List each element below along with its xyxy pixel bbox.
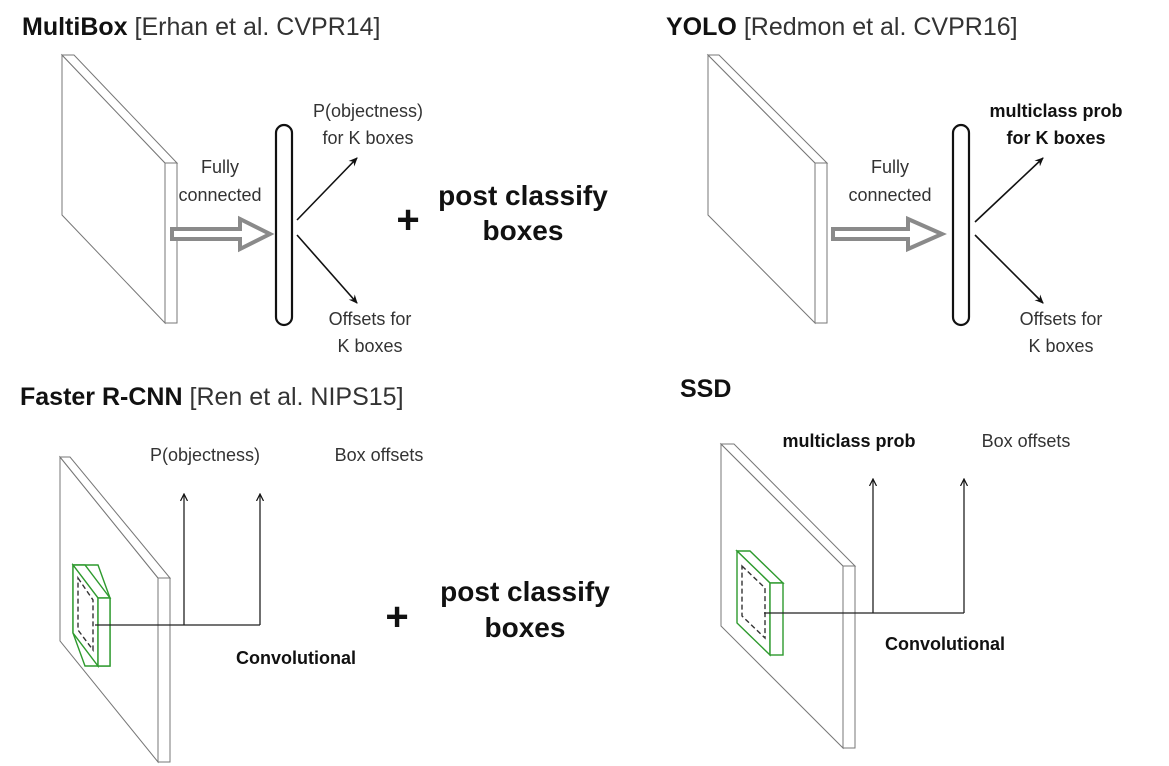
faster-rcnn-panel: Faster R-CNN[Ren et al. NIPS15] P(object… bbox=[20, 383, 610, 764]
multibox-arrow-label-1: Fully bbox=[201, 157, 239, 177]
yolo-citation: [Redmon et al. CVPR16] bbox=[744, 13, 1018, 41]
yolo-fc-vector bbox=[951, 123, 971, 327]
yolo-output-top-1: multiclass prob bbox=[989, 101, 1122, 121]
ssd-title: SSD bbox=[680, 375, 731, 403]
faster-rcnn-citation: [Ren et al. NIPS15] bbox=[190, 383, 404, 411]
multibox-fc-arrow-icon bbox=[170, 215, 275, 253]
yolo-arrow-up-icon bbox=[974, 157, 1044, 223]
faster-rcnn-conv-label: Convolutional bbox=[236, 648, 356, 668]
faster-rcnn-conv-window bbox=[71, 562, 112, 669]
faster-rcnn-post-classify-1: post classify bbox=[440, 576, 610, 607]
ssd-output-multiclass: multiclass prob bbox=[782, 431, 915, 451]
yolo-output-top-2: for K boxes bbox=[1006, 128, 1105, 148]
yolo-title: YOLO[Redmon et al. CVPR16] bbox=[666, 13, 1018, 41]
yolo-output-bottom-2: K boxes bbox=[1028, 336, 1093, 356]
yolo-feature-map bbox=[706, 53, 829, 325]
ssd-conv-window bbox=[735, 549, 785, 657]
ssd-output-offsets: Box offsets bbox=[982, 431, 1071, 451]
multibox-title: MultiBox[Erhan et al. CVPR14] bbox=[22, 13, 381, 41]
ssd-conv-label: Convolutional bbox=[885, 634, 1005, 654]
yolo-fc-arrow-icon bbox=[831, 215, 947, 253]
multibox-fc-vector bbox=[274, 123, 294, 327]
ssd-panel: SSD multiclass prob Box offsets Convolut… bbox=[680, 375, 1071, 750]
yolo-name: YOLO bbox=[666, 13, 737, 41]
multibox-plus-icon: + bbox=[396, 198, 419, 242]
faster-rcnn-anchor-box bbox=[77, 575, 94, 653]
faster-rcnn-output-objectness: P(objectness) bbox=[150, 445, 260, 465]
yolo-panel: YOLO[Redmon et al. CVPR16] Fully connect… bbox=[666, 13, 1123, 356]
yolo-arrow-label-2: connected bbox=[848, 185, 931, 205]
multibox-citation: [Erhan et al. CVPR14] bbox=[135, 13, 381, 41]
faster-rcnn-title: Faster R-CNN[Ren et al. NIPS15] bbox=[20, 383, 404, 411]
faster-rcnn-plus-icon: + bbox=[385, 595, 408, 639]
multibox-panel: MultiBox[Erhan et al. CVPR14] Fully conn… bbox=[22, 13, 608, 356]
yolo-output-bottom-1: Offsets for bbox=[1020, 309, 1103, 329]
multibox-post-classify-2: boxes bbox=[483, 215, 564, 246]
multibox-arrow-label-2: connected bbox=[178, 185, 261, 205]
multibox-output-top-1: P(objectness) bbox=[313, 101, 423, 121]
faster-rcnn-name: Faster R-CNN bbox=[20, 383, 183, 411]
yolo-arrow-label-1: Fully bbox=[871, 157, 909, 177]
multibox-output-bottom-2: K boxes bbox=[337, 336, 402, 356]
multibox-output-top-2: for K boxes bbox=[322, 128, 413, 148]
yolo-arrow-down-icon bbox=[974, 234, 1044, 304]
multibox-arrow-up-icon bbox=[296, 157, 358, 221]
ssd-anchor-box bbox=[741, 564, 766, 640]
multibox-post-classify-1: post classify bbox=[438, 180, 608, 211]
multibox-feature-map bbox=[60, 53, 179, 325]
multibox-output-bottom-1: Offsets for bbox=[329, 309, 412, 329]
faster-rcnn-output-offsets: Box offsets bbox=[335, 445, 424, 465]
multibox-arrow-down-icon bbox=[296, 234, 358, 304]
faster-rcnn-post-classify-2: boxes bbox=[485, 612, 566, 643]
multibox-name: MultiBox bbox=[22, 13, 128, 41]
